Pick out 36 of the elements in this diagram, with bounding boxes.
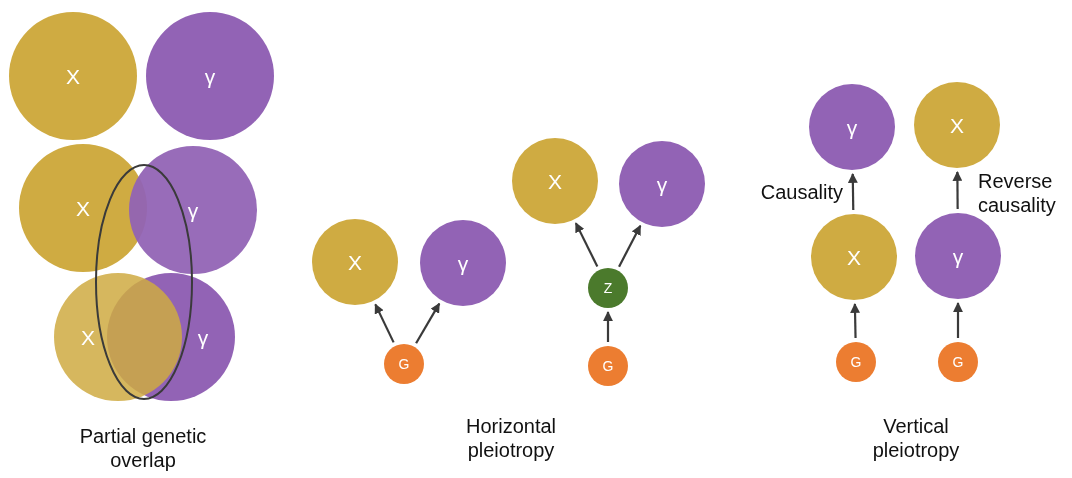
node-letter: X [548,170,562,192]
node-letter: γ [457,252,469,274]
node-letter: γ [204,65,216,87]
gene-circle [588,268,628,308]
node-letter: γ [197,326,209,348]
arrow [952,171,963,209]
arrow [415,302,441,344]
node-letter: G [602,359,614,373]
node-letter: γ [952,245,964,267]
node-letter: γ [187,199,199,221]
node-letter: X [847,246,861,268]
node-letter: γ [846,116,858,138]
arrow [618,224,642,268]
panel-caption: Partial genetic overlap [78,424,208,472]
node-letter: X [950,114,964,136]
gene-circle [588,346,628,386]
node-letter: G [850,355,862,369]
panel-caption: Vertical pleiotropy [871,414,961,462]
node-letter: X [81,326,95,348]
node-letter: G [952,355,964,369]
arrow [847,173,858,211]
panel-caption: Horizontal pleiotropy [464,414,557,462]
arrow [574,222,599,267]
arrow [953,302,963,338]
gene-circle [836,342,876,382]
node-letter: γ [656,173,668,195]
node-letter: X [66,65,80,87]
node-letter: G [398,357,410,371]
arrow [850,303,860,338]
arrow [603,311,613,342]
node-letter: Z [603,281,613,295]
gene-circle [938,342,978,382]
node-letter: X [76,197,90,219]
node-letter: X [348,251,362,273]
gene-circle [384,344,424,384]
arrow [374,303,395,343]
